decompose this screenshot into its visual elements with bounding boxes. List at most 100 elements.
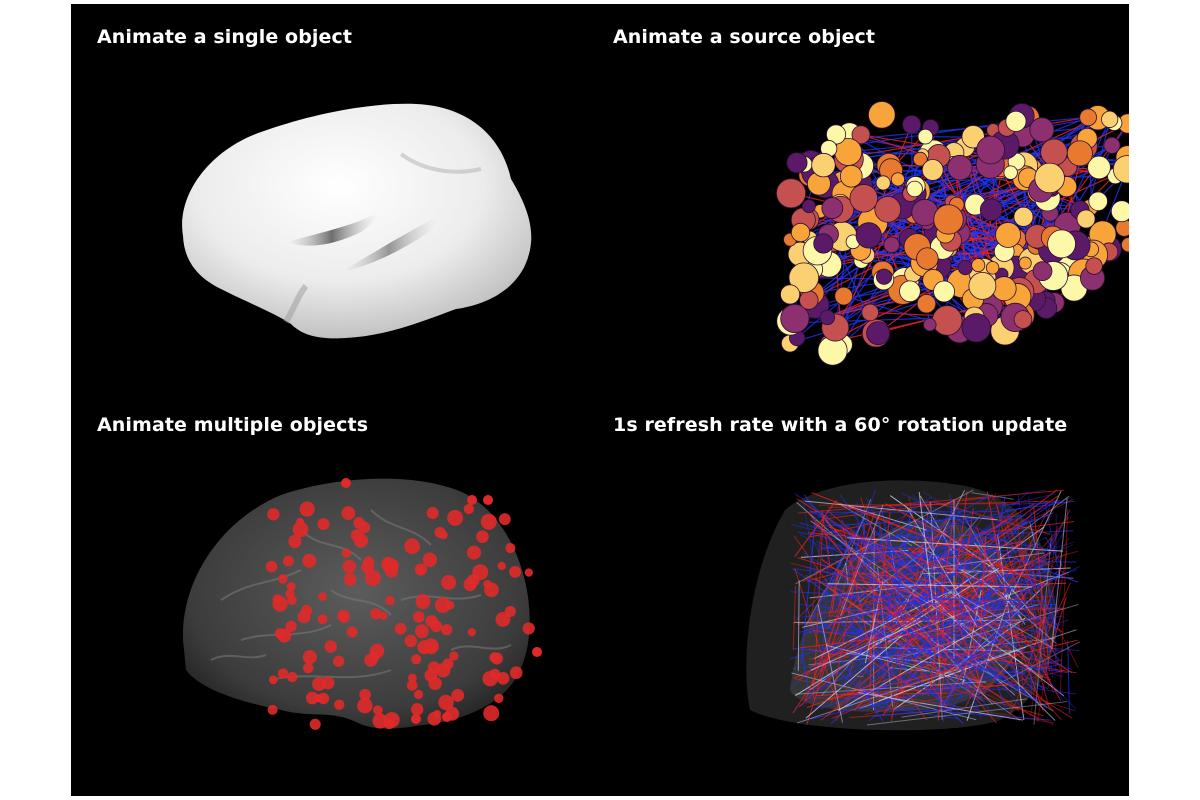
graph-edge [797,580,800,671]
graph-edge [943,686,1018,691]
marker-dot [489,652,500,663]
panel-multiple-objects: Animate multiple objects [71,400,600,796]
graph-edge [902,678,926,688]
marker-dot [274,628,286,639]
marker-dot [305,691,319,705]
graph-edge [998,651,1062,721]
graph-node [799,290,819,310]
marker-dot [413,611,425,623]
graph-edge [931,543,1034,626]
graph-node [1076,209,1096,229]
graph-edge [808,624,990,660]
marker-dot [404,634,418,648]
graph-edge [821,535,1000,684]
graph-edge [821,646,930,656]
marker-dot [424,669,438,682]
graph-edge [828,524,998,641]
graph-edge [842,527,986,639]
marker-dot [278,574,288,584]
graph-edge [986,491,1007,592]
marker-dot [497,561,506,571]
graph-edge [879,520,905,700]
marker-dot [415,594,431,610]
marker-dot [285,589,295,599]
marker-dot [532,647,542,657]
marker-dot [509,565,522,578]
graph-edge [1059,509,1069,694]
marker-dot [449,651,459,661]
graph-node [1032,261,1053,281]
marker-dot [522,622,535,635]
graph-node [968,271,997,300]
graph-edge [922,663,1076,712]
marker-dot [342,559,356,574]
graph-edge [945,605,1023,683]
graph-edge [988,526,1045,568]
marker-dot [302,553,317,568]
graph-edge [845,562,849,584]
graph-edge [805,575,1052,681]
graph-edge [799,533,919,608]
graph-edge [792,585,797,651]
graph-edge [834,244,893,328]
graph-node [1040,138,1068,166]
marker-dot [314,694,323,703]
graph-edge [963,566,981,695]
graph-node [933,280,955,303]
panel-title: Animate a source object [613,26,876,48]
marker-dot [407,673,417,683]
graph-edge [949,494,964,623]
marker-dot [411,714,421,724]
graph-edge [901,549,1023,559]
marker-dot [317,518,330,531]
marker-dot [505,542,516,554]
graph-node [780,303,810,334]
graph-edge [1029,522,1037,547]
graph-edge [1008,582,1072,718]
graph-edge [1029,652,1064,701]
marker-dot [467,628,476,637]
graph-node [819,309,836,326]
graph-node [1047,229,1076,259]
graph-edge [1042,604,1052,651]
graph-node [788,262,820,293]
graph-edge [924,552,1044,570]
graph-edge [1028,533,1050,689]
graph-node [1088,191,1108,212]
graph-edge [912,491,1029,591]
graph-node [921,159,944,181]
graph-edge [880,507,911,658]
graph-node [1003,165,1018,180]
graph-edge [797,489,1065,514]
graph-edge [792,523,917,714]
graph-edge [888,534,904,605]
graph-edge [898,534,1017,548]
graph-node [861,303,879,322]
graph-edge [1032,568,1063,592]
graph-node [786,152,808,174]
graph-edge [959,518,1060,661]
graph-edge [828,526,997,587]
graph-edge [866,701,1068,726]
graph-edge [929,542,957,570]
graph-edge [934,562,977,668]
graph-node [979,198,1003,222]
graph-edge [820,651,990,709]
marker-dot [463,577,477,592]
graph-edge [835,595,1049,602]
graph-edge [1049,597,1067,654]
graph-edge [903,586,1014,685]
graph-node [875,175,891,191]
graph-edge [963,619,1046,663]
marker-dot [410,703,424,716]
graph-edge [817,604,843,723]
graph-edge [1051,498,1068,650]
graph-edge [839,494,993,715]
marker-dot [438,694,454,711]
graph-edge [1001,539,1070,576]
marker-dot [362,556,375,568]
graph-edge [804,566,944,600]
graph-node [906,180,923,198]
graph-edge [927,587,983,719]
marker-dot [434,597,451,614]
